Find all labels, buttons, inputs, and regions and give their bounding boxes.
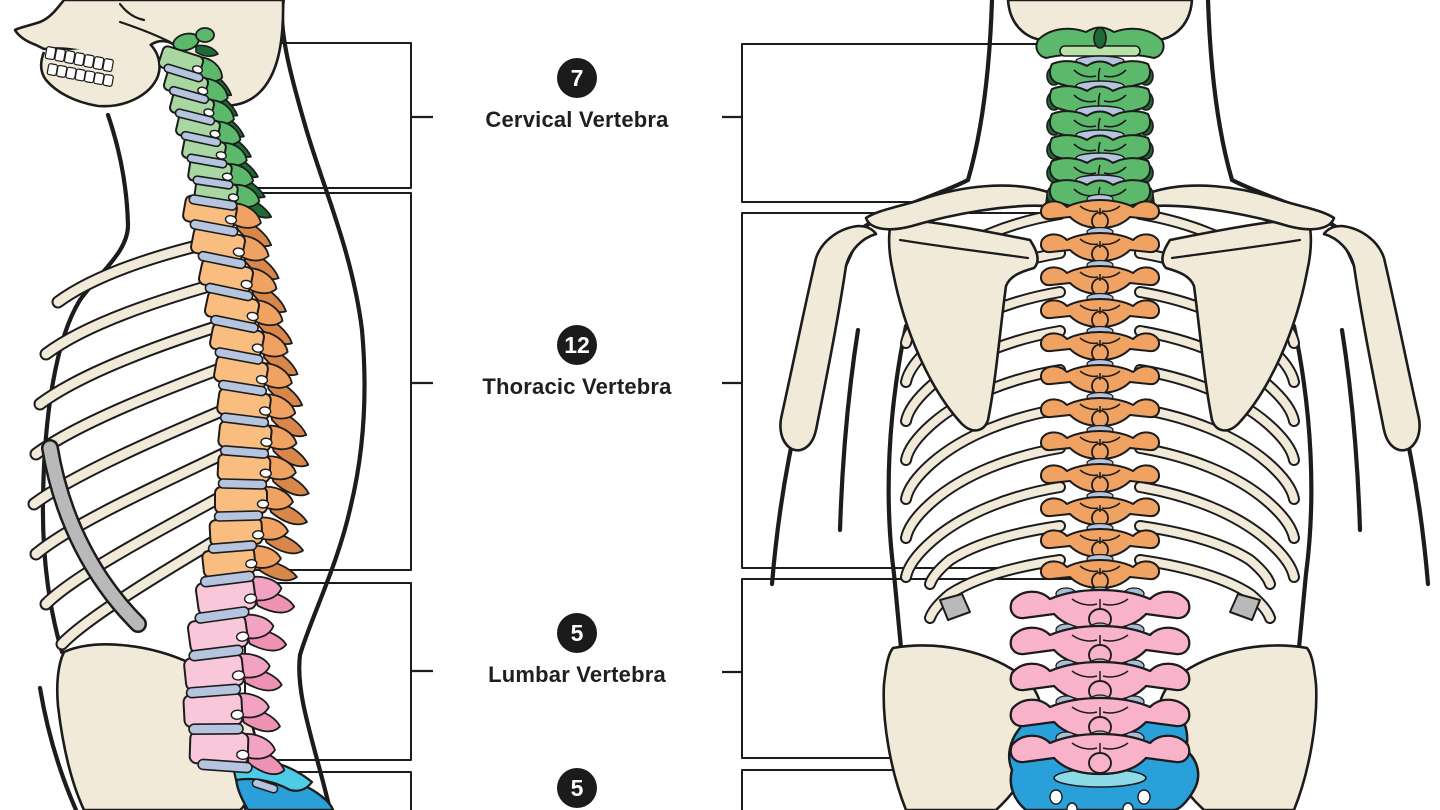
tooth	[54, 48, 66, 63]
inner-arm-right	[1339, 327, 1363, 533]
label-text-thoracic: Thoracic Vertebra	[482, 374, 672, 399]
disc	[213, 510, 264, 522]
thoracic-vertebra	[1040, 292, 1160, 330]
cervical-spine-posterior	[1046, 55, 1154, 210]
thoracic-vertebra	[1040, 424, 1160, 462]
sacral-disc	[251, 778, 279, 794]
thoracic-vertebra	[1040, 391, 1160, 429]
lumbar-spine-posterior	[1009, 585, 1191, 776]
scapula-right	[1161, 216, 1313, 432]
rib	[902, 405, 1064, 503]
scapula-left	[887, 216, 1039, 432]
rib	[902, 366, 1064, 464]
disc	[217, 478, 268, 490]
count-badge-sacral: 5	[557, 768, 597, 808]
tooth	[92, 56, 105, 71]
label-cervical: 7 Cervical Vertebra	[417, 58, 737, 133]
label-sacral: 5	[417, 768, 737, 810]
rib	[926, 556, 1064, 622]
tooth	[44, 46, 57, 61]
inner-arm-left	[837, 327, 861, 533]
clavicle-right	[1150, 184, 1336, 231]
thigh-outline	[37, 685, 79, 810]
label-thoracic: 12 Thoracic Vertebra	[417, 325, 737, 400]
rib	[926, 522, 1064, 588]
thoracic-spine-lateral	[179, 193, 314, 590]
rib	[1136, 405, 1298, 503]
rib	[1136, 556, 1274, 622]
count-badge-lumbar: 5	[557, 613, 597, 653]
tooth	[102, 73, 114, 87]
humerus-right	[1322, 224, 1421, 452]
rib	[35, 315, 243, 409]
rib	[902, 483, 1064, 581]
count-badge-thoracic: 12	[557, 325, 597, 365]
humerus-left	[779, 224, 878, 452]
tooth	[73, 52, 86, 67]
rib	[41, 275, 235, 359]
label-lumbar: 5 Lumbar Vertebra	[417, 613, 737, 688]
atlas-lateral	[172, 27, 219, 57]
spine-posterior	[1009, 26, 1191, 776]
count-badge-cervical: 7	[557, 58, 597, 98]
clavicle-left	[864, 184, 1050, 231]
teeth	[44, 46, 114, 87]
rib	[1136, 522, 1274, 588]
rib	[1136, 483, 1298, 581]
figure-posterior-view	[769, 0, 1431, 810]
figure-lateral-view	[13, 0, 367, 810]
atlas-posterior	[1035, 26, 1165, 59]
lumbar-spine-lateral	[182, 569, 296, 776]
costal-cartilage-right	[1229, 593, 1261, 621]
dens	[1093, 27, 1107, 49]
costal-cartilage-gray	[41, 439, 147, 633]
body-outline-back	[279, 0, 367, 810]
eye-socket-line	[118, 2, 146, 22]
body-outline-front	[40, 112, 131, 655]
rib	[1136, 444, 1298, 542]
tooth	[83, 54, 95, 69]
rib	[902, 444, 1064, 542]
tooth	[63, 50, 76, 65]
zygomatic-arch-line	[118, 20, 172, 44]
disc	[188, 722, 244, 736]
tooth	[102, 58, 114, 73]
spine-lateral	[154, 27, 335, 810]
label-text-cervical: Cervical Vertebra	[485, 107, 669, 132]
rib	[1136, 366, 1298, 464]
rib	[43, 441, 145, 631]
label-text-lumbar: Lumbar Vertebra	[488, 662, 666, 687]
callout-box-cervical-posterior	[741, 43, 1101, 203]
costal-cartilage-left	[939, 593, 971, 621]
skull-lateral	[13, 0, 285, 108]
